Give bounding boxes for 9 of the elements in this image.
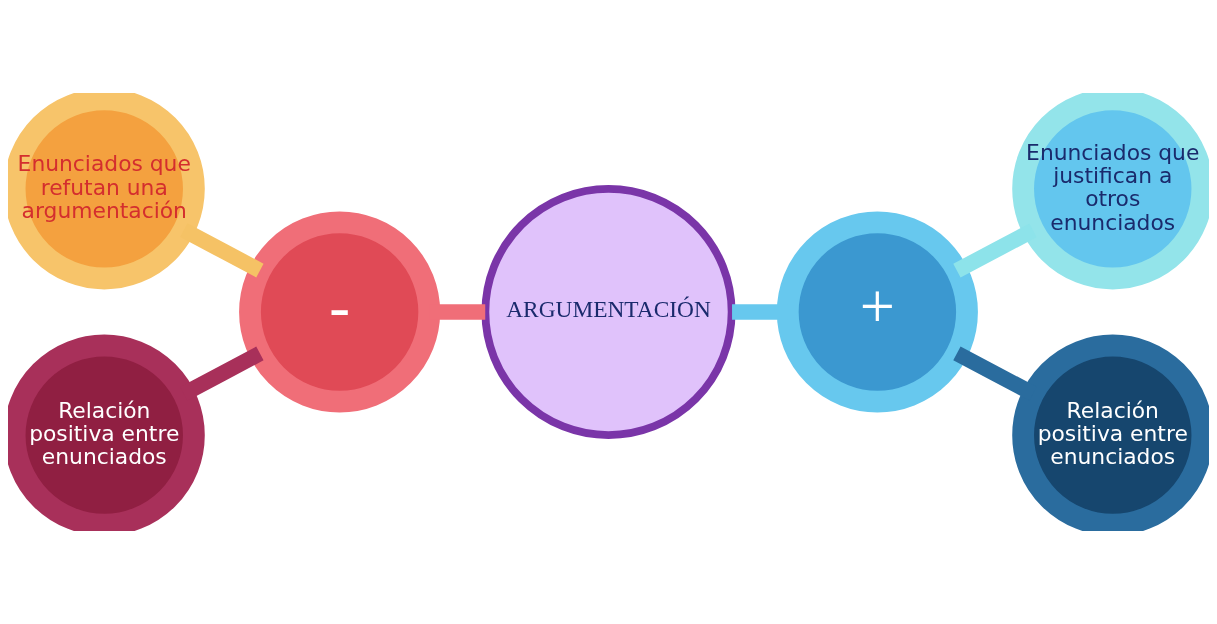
connector	[953, 223, 1037, 278]
connector	[180, 223, 264, 278]
node-circle: -	[239, 211, 441, 413]
node-circle: Relación positiva entre enunciados	[1012, 334, 1209, 531]
node-circle: ARGUMENTACIÓN	[481, 184, 736, 440]
node-circle: Enunciados que refutan una argumentación	[8, 93, 205, 290]
node-circle: Relación positiva entre enunciados	[8, 334, 205, 531]
node-circle: +	[776, 211, 978, 413]
node-circle: Enunciados que justifican a otros enunciados	[1012, 93, 1209, 290]
